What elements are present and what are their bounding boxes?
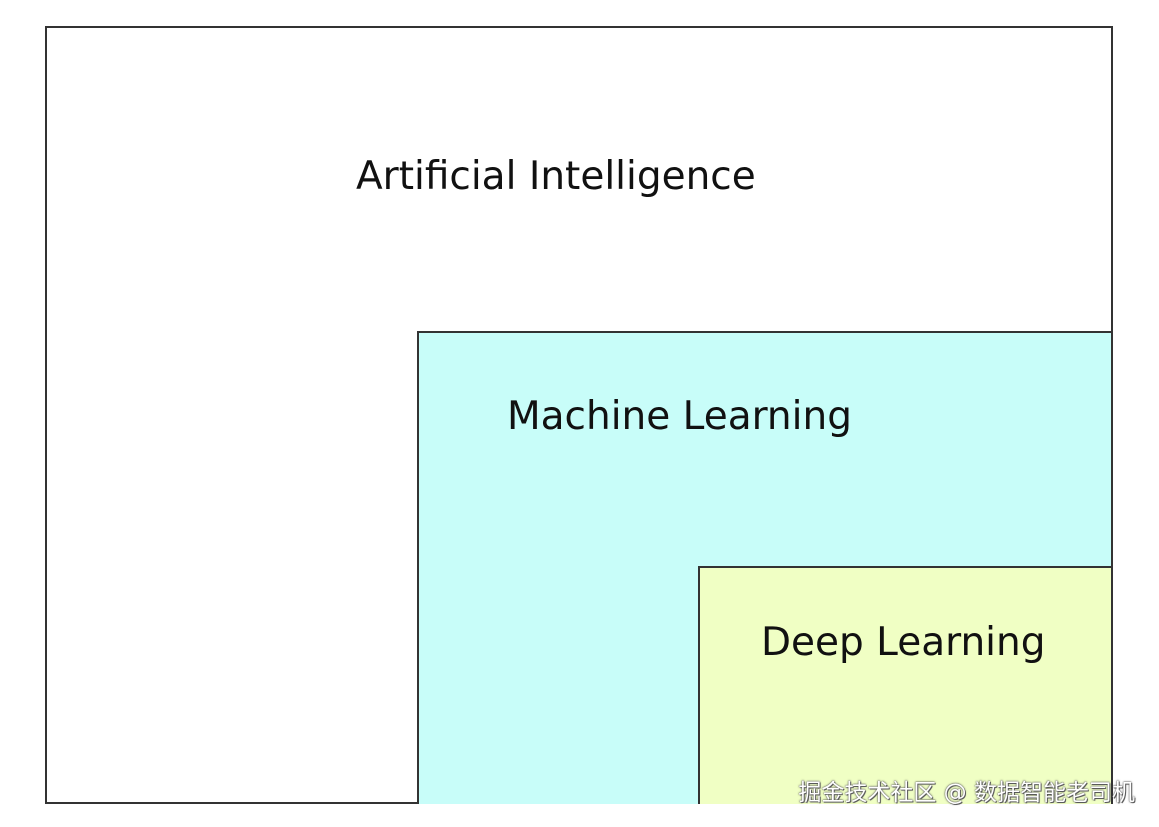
artificial-intelligence-label: Artificial Intelligence (356, 154, 756, 199)
watermark-text: 掘金技术社区 @ 数据智能老司机 (798, 780, 1135, 806)
deep-learning-box (698, 566, 1113, 804)
machine-learning-label: Machine Learning (507, 394, 852, 439)
deep-learning-label: Deep Learning (761, 620, 1046, 665)
